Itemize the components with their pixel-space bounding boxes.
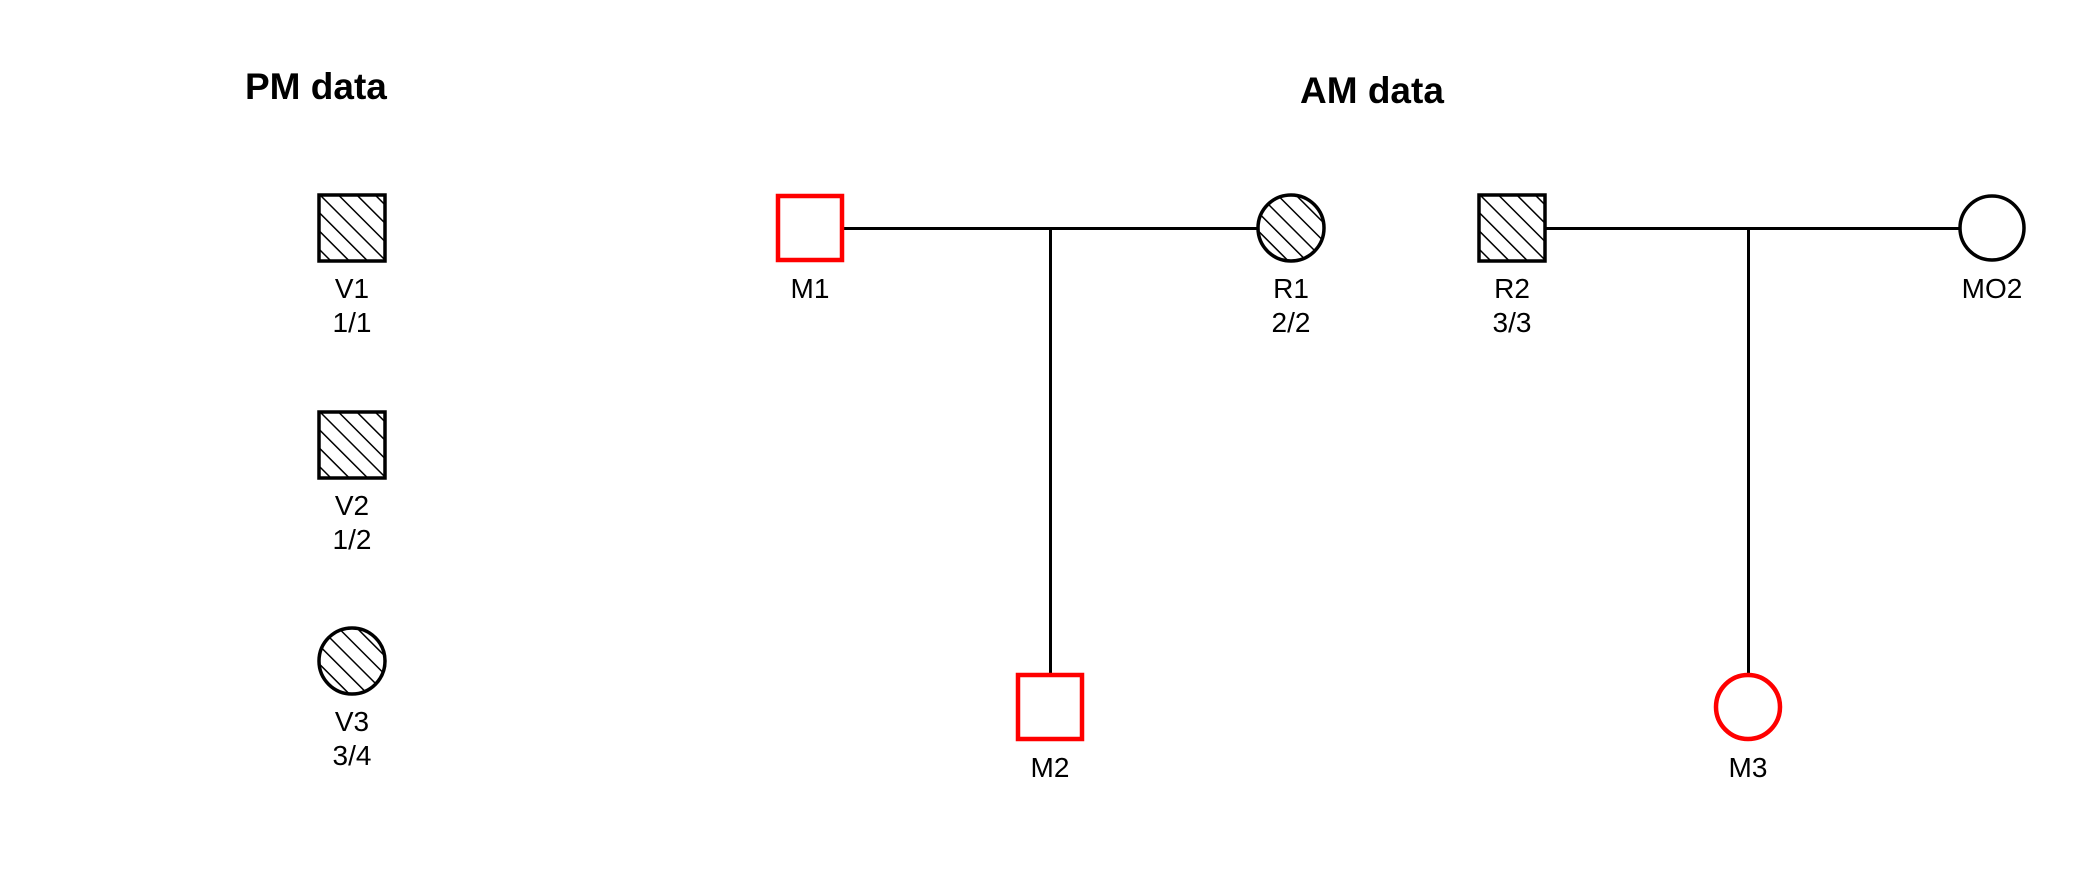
individual-id: V3	[334, 706, 370, 737]
node-label-m2: M2	[940, 751, 1160, 785]
am-panel-title: AM data	[1300, 70, 1444, 111]
individual-id: V1	[334, 273, 370, 304]
male-symbol	[1015, 672, 1085, 742]
pedigree-node-r2[interactable]	[1471, 187, 1553, 269]
pedigree-node-v3[interactable]	[311, 620, 393, 702]
individual-id: MO2	[1961, 273, 2023, 304]
pedigree-node-v1[interactable]	[311, 187, 393, 269]
female-symbol	[317, 626, 387, 696]
individual-genotype: 1/2	[332, 524, 372, 555]
individual-id: R1	[1273, 273, 1309, 304]
male-symbol	[317, 193, 387, 263]
pedigree-node-m1[interactable]	[770, 188, 850, 268]
individual-id: M1	[790, 273, 830, 304]
descent-line-family-2	[1747, 228, 1750, 676]
male-symbol	[1477, 193, 1547, 263]
pedigree-node-v2[interactable]	[311, 404, 393, 486]
node-label-m3: M3	[1638, 751, 1858, 785]
pm-panel-title: PM data	[245, 66, 387, 107]
male-symbol	[775, 193, 845, 263]
individual-genotype: 3/3	[1492, 307, 1532, 338]
node-label-m1: M1	[700, 272, 920, 306]
female-symbol	[1713, 672, 1783, 742]
node-label-mo2: MO2	[1882, 272, 2100, 306]
pedigree-node-mo2[interactable]	[1952, 188, 2032, 268]
pedigree-node-m3[interactable]	[1708, 667, 1788, 747]
descent-line-family-1	[1049, 228, 1052, 676]
individual-genotype: 1/1	[332, 307, 372, 338]
individual-id: R2	[1494, 273, 1530, 304]
female-symbol	[1958, 194, 2026, 262]
individual-id: M3	[1728, 752, 1768, 783]
individual-genotype: 2/2	[1271, 307, 1311, 338]
individual-id: M2	[1030, 752, 1070, 783]
male-symbol	[317, 410, 387, 480]
individual-genotype: 3/4	[332, 740, 372, 771]
individual-id: V2	[334, 490, 370, 521]
female-symbol	[1256, 193, 1326, 263]
mating-line-family-2	[1545, 227, 1960, 230]
pedigree-node-m2[interactable]	[1010, 667, 1090, 747]
pedigree-node-r1[interactable]	[1250, 187, 1332, 269]
